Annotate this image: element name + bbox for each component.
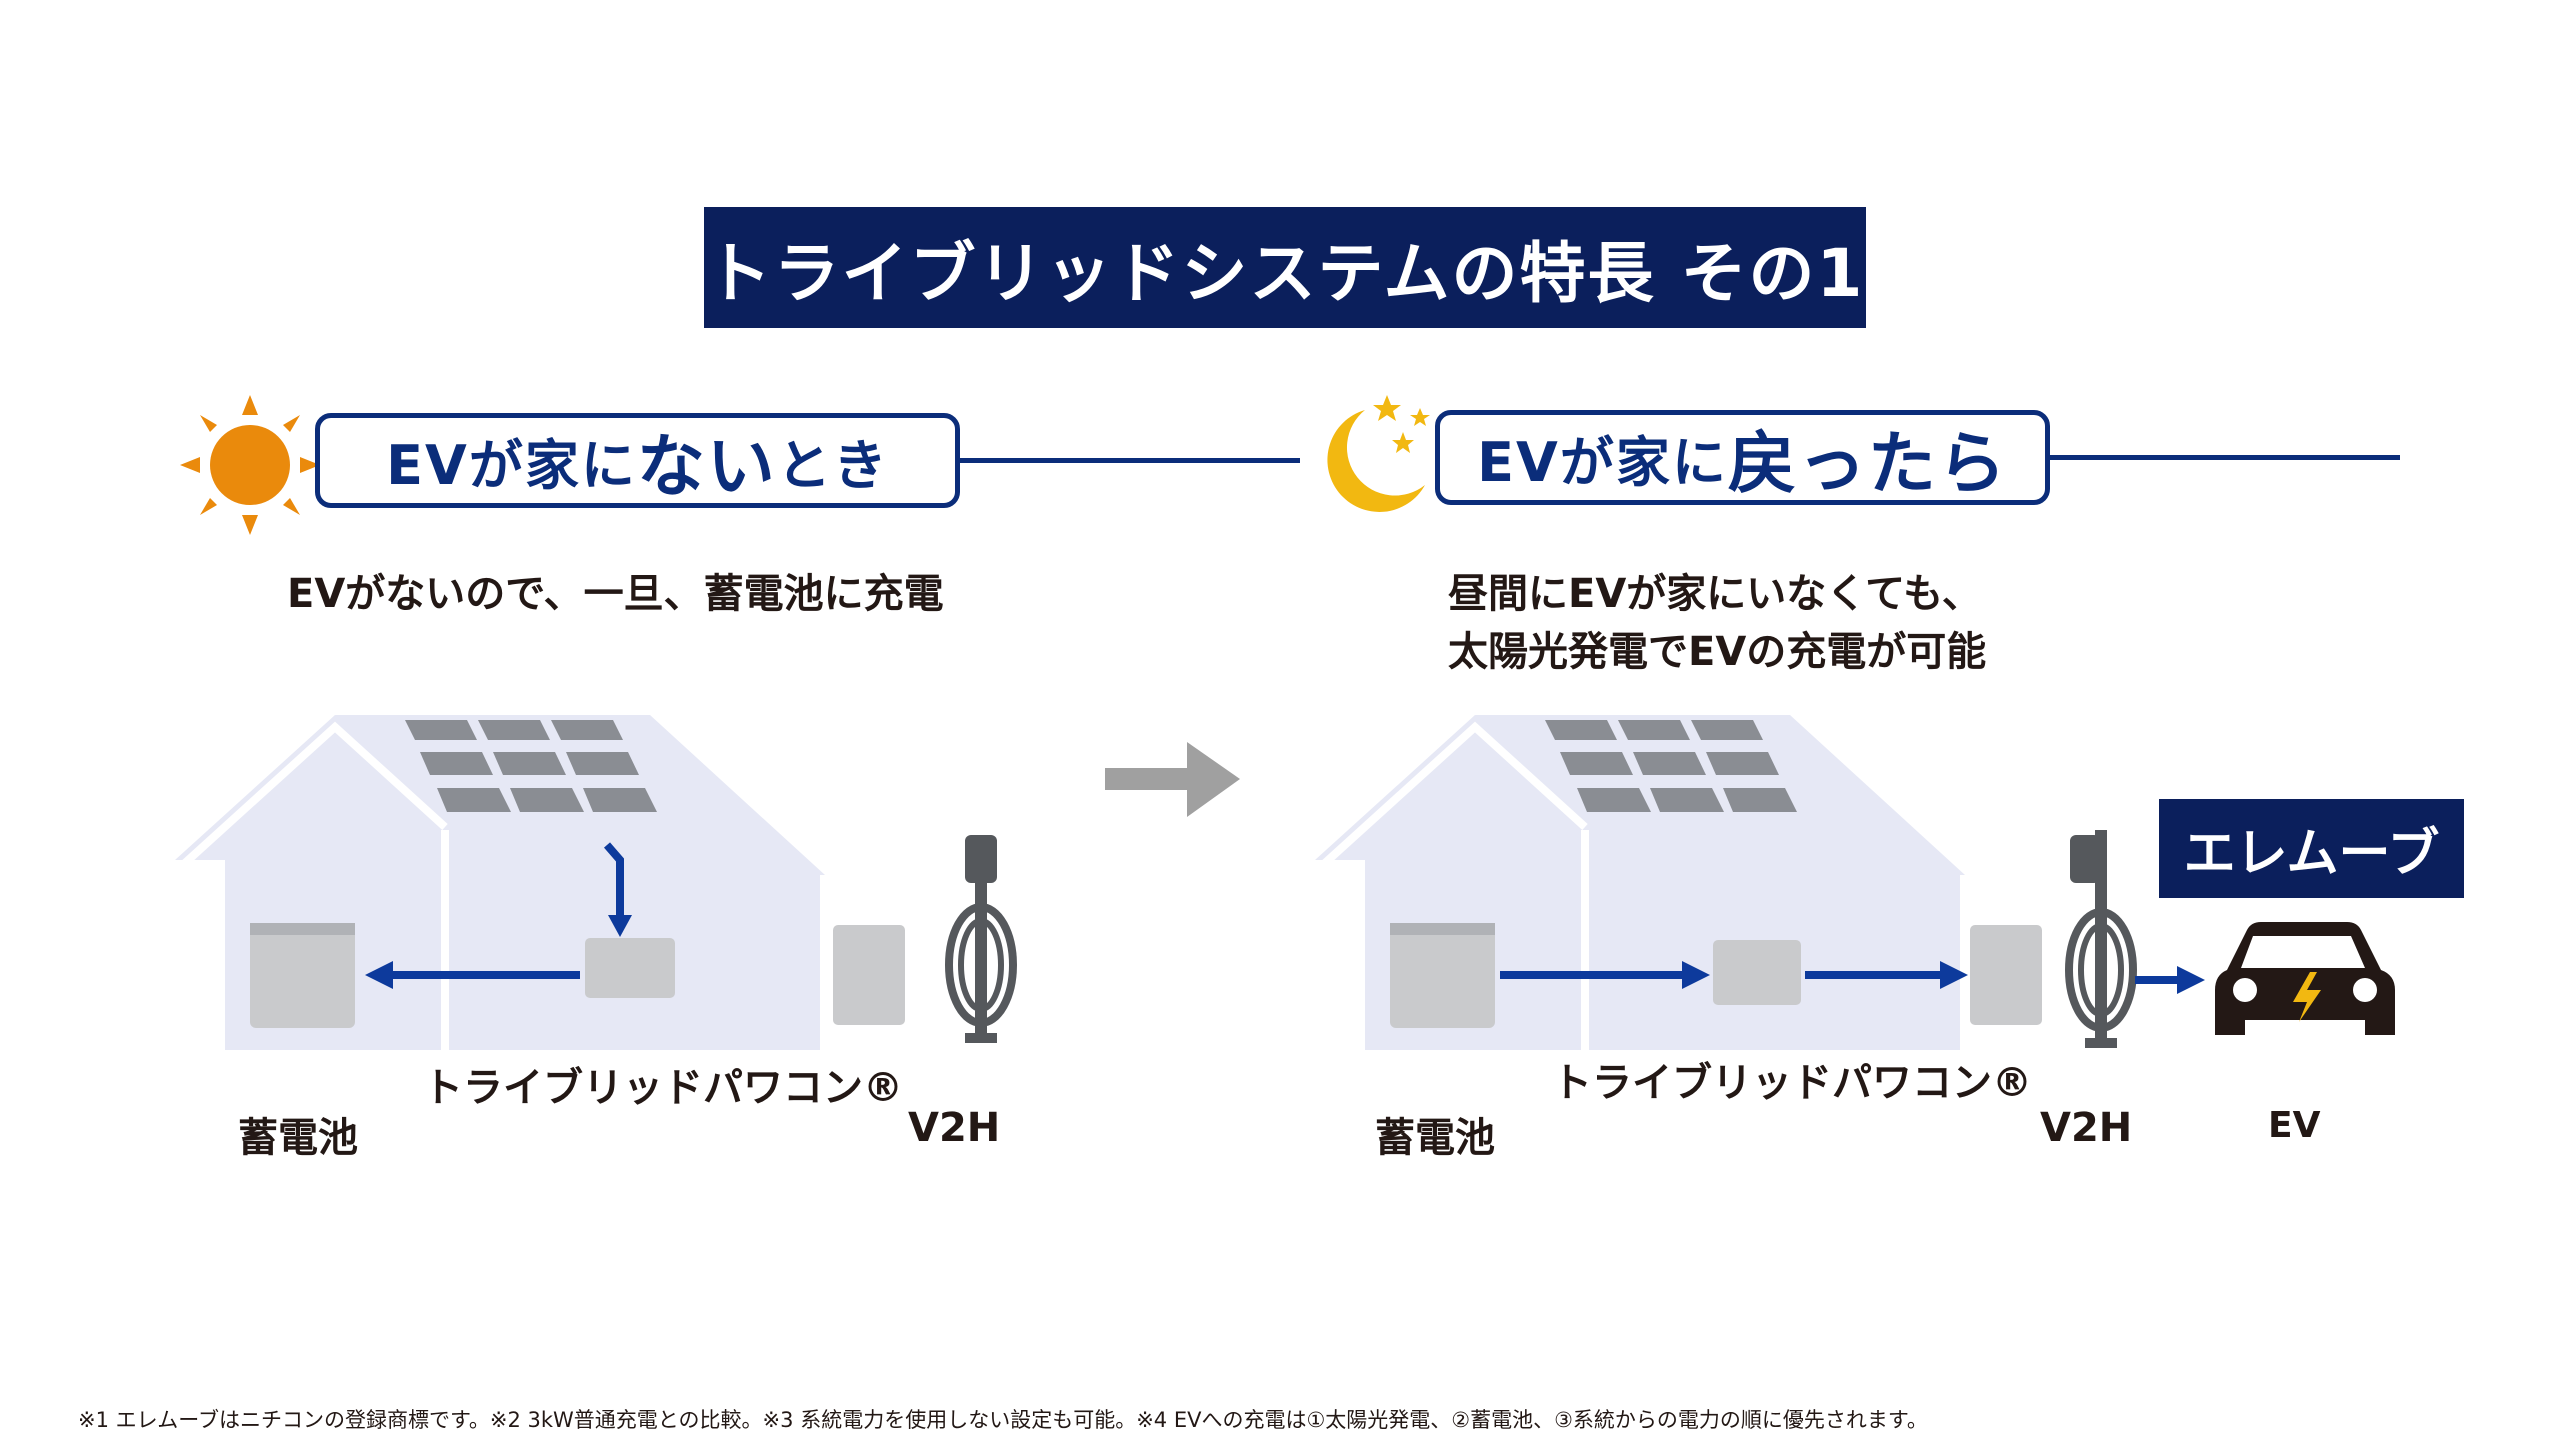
when-ev-away-badge: EVが家にないとき [315, 413, 960, 508]
divider-line [960, 458, 1300, 463]
power-conditioner-label: トライブリッドパワコン® [423, 1065, 903, 1111]
right-house-illustration [1315, 715, 2100, 1050]
battery-label: 蓄電池 [1375, 1115, 1495, 1161]
power-conditioner-label: トライブリッドパワコン® [1552, 1060, 2032, 1106]
brand-label-box: エレムーブ [2159, 799, 2464, 898]
ev-label: EV [2268, 1105, 2321, 1146]
left-description: EVがないので、一旦、蓄電池に充電 [287, 571, 944, 617]
moon-stars-icon [1327, 395, 1430, 512]
v2h-label: V2H [2040, 1105, 2133, 1151]
transition-arrow-icon [1105, 742, 1240, 817]
right-description-line2: 太陽光発電でEVの充電が可能 [1448, 629, 1987, 675]
divider-line [2050, 455, 2400, 460]
left-house-illustration [175, 715, 1017, 1050]
v2h-ev-illustration [2065, 830, 2395, 1048]
when-ev-returns-badge: EVが家に戻ったら [1435, 410, 2050, 505]
footnote: ※1 エレムーブはニチコンの登録商標です。※2 3kW普通充電との比較。※3 系… [78, 1408, 1928, 1432]
battery-label: 蓄電池 [238, 1115, 358, 1161]
v2h-label: V2H [908, 1105, 1001, 1151]
right-description-line1: 昼間にEVが家にいなくても、 [1448, 571, 1982, 617]
page-title: トライブリッドシステムの特長 その1 [704, 207, 1866, 328]
sun-icon [180, 395, 320, 535]
